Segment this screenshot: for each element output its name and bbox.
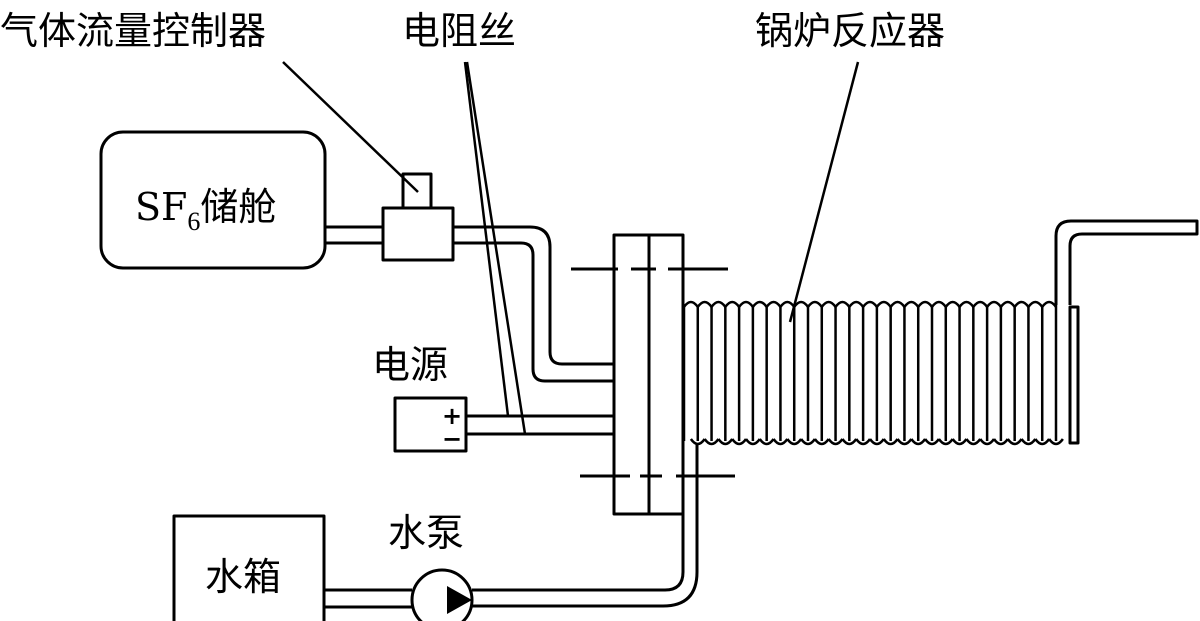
coil-turn	[806, 300, 830, 446]
coil-turn	[861, 300, 885, 446]
coil-turn	[737, 300, 761, 446]
label-boiler-reactor: 锅炉反应器	[755, 9, 945, 53]
water-pump	[410, 568, 474, 621]
label-water-pump: 水泵	[388, 511, 464, 555]
coil-turn	[1040, 300, 1064, 446]
flow-controller	[381, 172, 455, 262]
coil-turn	[985, 300, 1009, 446]
coil-turn	[682, 300, 706, 446]
sf6-tank-body	[99, 130, 327, 270]
power-supply-box	[393, 396, 468, 453]
coil-end-cap	[1068, 305, 1080, 445]
gas-pipe-outer	[453, 225, 614, 366]
coil-turn	[999, 300, 1023, 446]
coil-turn	[889, 300, 913, 446]
water-tank: 水箱	[172, 514, 326, 621]
water-tank-box	[172, 514, 326, 621]
coil-turn	[1027, 300, 1051, 446]
leader-resistance-wire-a	[463, 61, 510, 417]
coil-turn	[848, 300, 872, 446]
leader-flow-controller	[282, 61, 419, 193]
pump-arrow-icon	[447, 586, 472, 614]
coil-turn	[765, 300, 789, 446]
coil-turn	[696, 300, 720, 446]
coil-turn	[875, 300, 899, 446]
coil-turn	[916, 300, 940, 446]
sf6-tank: SF6储舱	[99, 130, 327, 270]
coil-turn	[903, 300, 927, 446]
coil-turn	[944, 300, 968, 446]
minus-sign: −	[442, 425, 462, 453]
leader-boiler-reactor	[788, 61, 860, 323]
plus-sign: +	[442, 402, 462, 430]
coil-outlet-pipe	[1054, 219, 1199, 305]
boiler-coil	[682, 300, 1064, 446]
coil-turn	[1013, 300, 1037, 446]
coil-turn	[751, 300, 775, 446]
flow-controller-body	[381, 206, 455, 262]
coil-turn	[930, 300, 954, 446]
leader-resistance-wire-b	[465, 61, 527, 435]
coil-turn	[820, 300, 844, 446]
power-supply: + −	[393, 396, 468, 453]
label-resistance-wire: 电阻丝	[402, 9, 516, 53]
coil-turn	[724, 300, 748, 446]
water-pipe-inner	[472, 514, 685, 592]
label-flow-controller: 气体流量控制器	[0, 9, 266, 53]
sf6-tank-label: SF6储舱	[135, 185, 276, 236]
coil-turn	[792, 300, 816, 446]
water-tank-label: 水箱	[205, 555, 281, 599]
coil-turn	[972, 300, 996, 446]
label-power-supply: 电源	[372, 343, 448, 387]
coil-turn	[958, 300, 982, 446]
coil-turn	[834, 300, 858, 446]
gas-pipe-inner	[453, 241, 614, 383]
water-pipe-outer	[472, 443, 699, 608]
coil-turn	[710, 300, 734, 446]
coil-turn	[779, 300, 803, 446]
